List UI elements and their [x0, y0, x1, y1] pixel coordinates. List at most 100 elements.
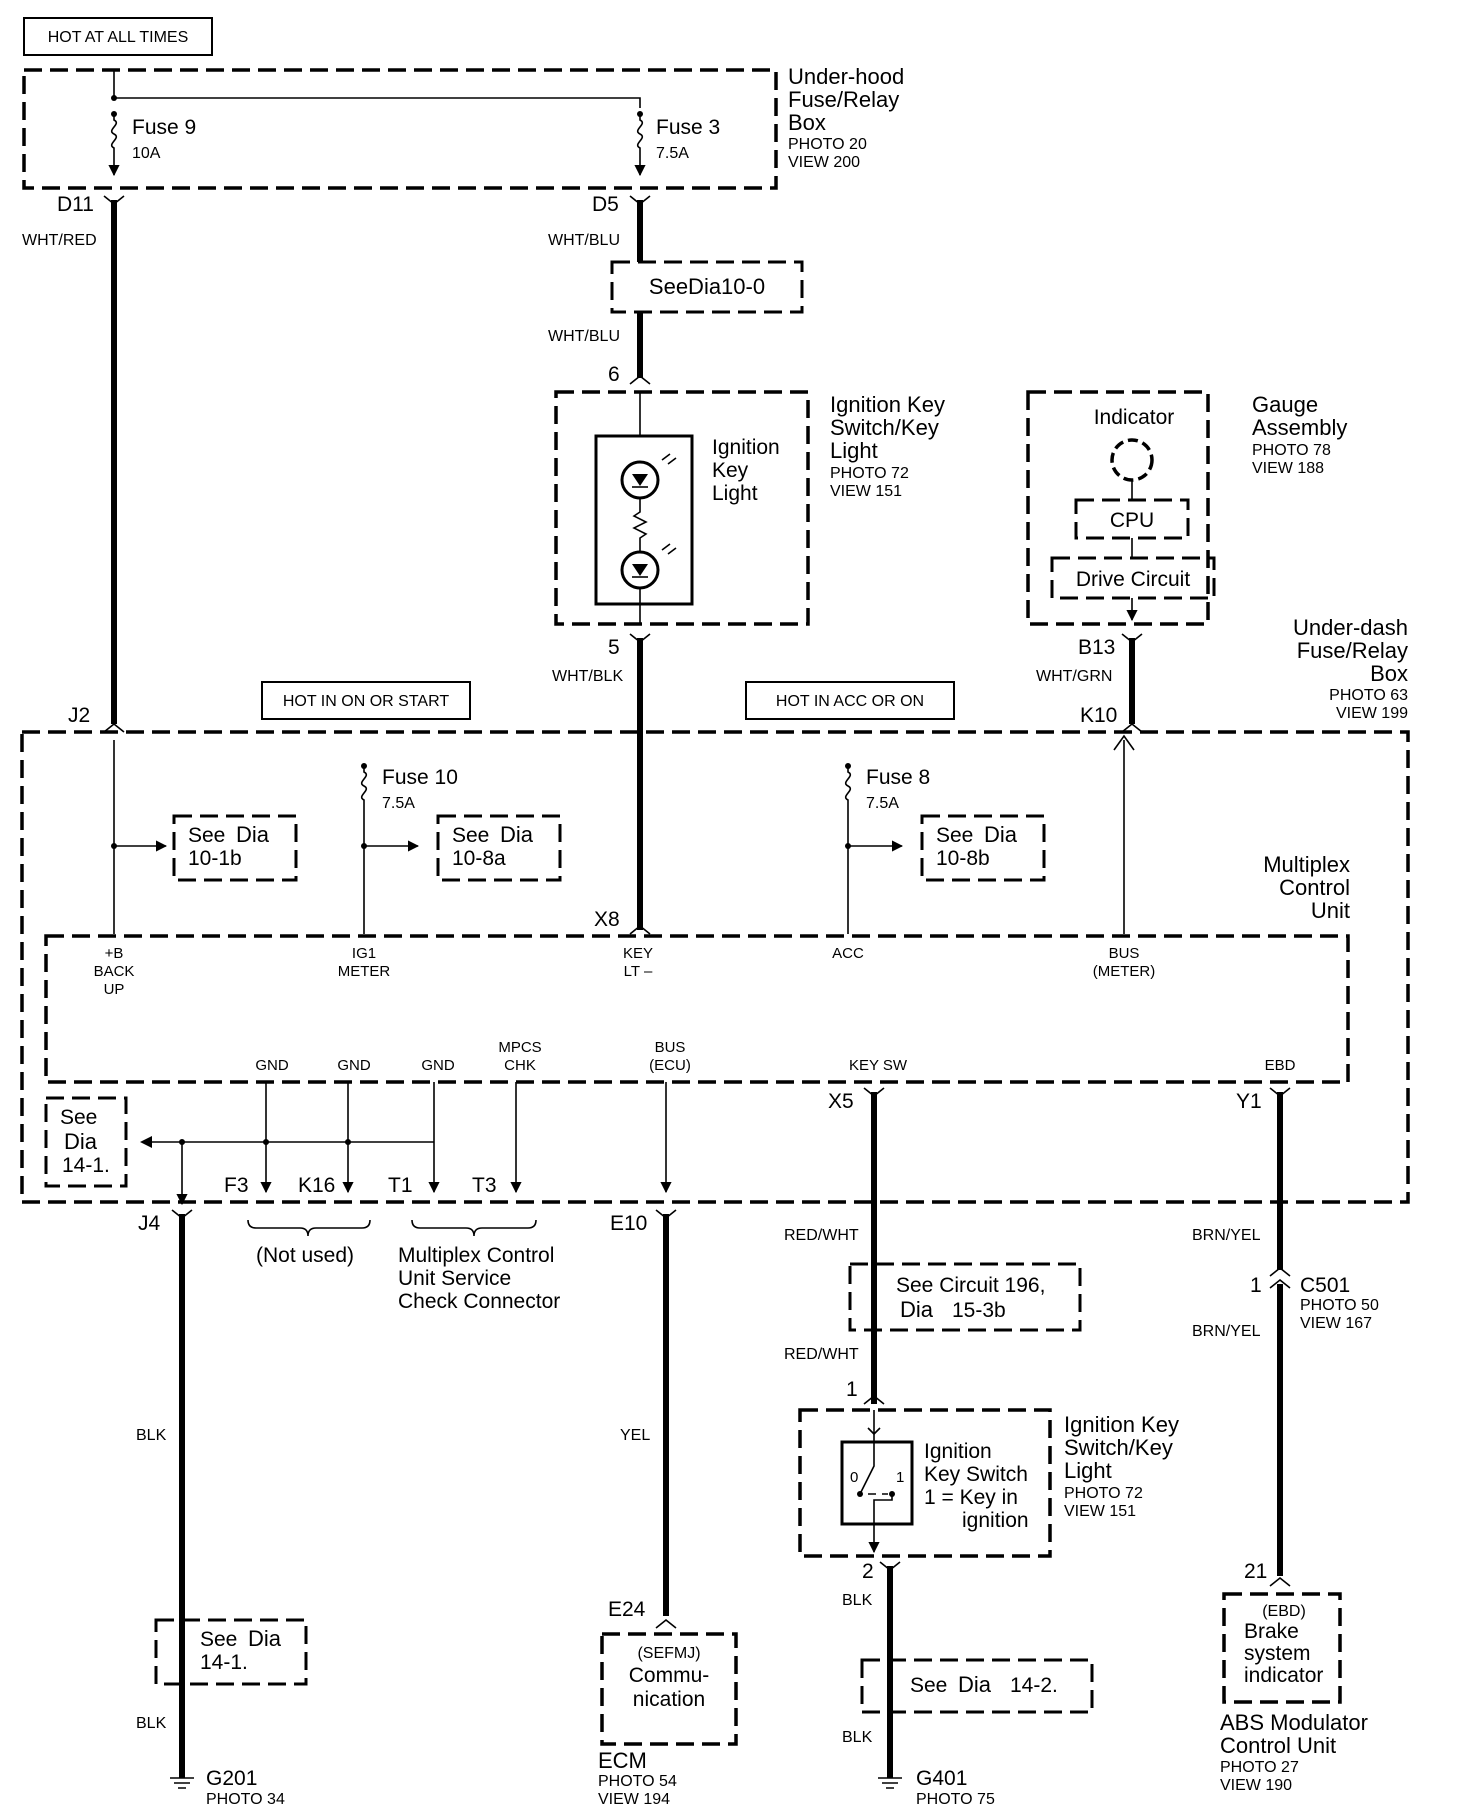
ecm-view: VIEW 194: [598, 1791, 670, 1808]
connector-x5: X5: [828, 1090, 854, 1113]
abs-title-2: Control Unit: [1220, 1733, 1336, 1758]
see-label-2: See: [452, 824, 489, 847]
underdash-title-3: Box: [1370, 661, 1408, 686]
see-dia-10-8a-box: See Dia 10-8a: [436, 814, 562, 882]
wire-label-blk-4: BLK: [842, 1729, 873, 1746]
fuse10-amps: 7.5A: [382, 795, 415, 812]
ground-g201: G201: [206, 1767, 257, 1790]
ign-key-light-3: Light: [712, 482, 758, 505]
see-label-3: See: [936, 824, 973, 847]
pin-key-sw: KEY SW: [849, 1057, 908, 1074]
wire-label-brn-yel-2: BRN/YEL: [1192, 1323, 1261, 1340]
dia-label-5: Dia: [248, 1626, 282, 1651]
fuse8-label: Fuse 8: [866, 766, 930, 789]
gauge-photo: PHOTO 78: [1252, 442, 1331, 459]
pin-key-2: LT –: [624, 963, 653, 980]
pin-2: 2: [862, 1560, 874, 1583]
ign-sw-4: ignition: [962, 1509, 1029, 1532]
connector-c501: C501: [1300, 1274, 1350, 1297]
pin-1: 1: [846, 1378, 858, 1401]
indicator-icon: [1110, 438, 1154, 482]
see-dia-14-1-box-bottom: See Dia 14-1.: [154, 1618, 308, 1686]
see-dia-10-8a: 10-8a: [452, 847, 506, 870]
switch-icon: [857, 1442, 895, 1524]
iksk2-title-1: Ignition Key: [1064, 1412, 1179, 1437]
connector-t1: T1: [388, 1174, 413, 1197]
wire-label-blk-1: BLK: [136, 1427, 167, 1444]
pin-mpcs-1: MPCS: [498, 1039, 541, 1056]
gauge-title-1: Gauge: [1252, 392, 1318, 417]
gauge-view: VIEW 188: [1252, 460, 1324, 477]
ign-sw-1: Ignition: [924, 1440, 992, 1463]
see-label-7: See: [910, 1674, 947, 1697]
hot-in-acc-or-on-box: HOT IN ACC OR ON: [745, 681, 955, 720]
ign-sw-3: 1 = Key in: [924, 1486, 1018, 1509]
underhood-title-1: Under-hood: [788, 64, 904, 89]
pin-ig1-2: METER: [338, 963, 391, 980]
ecm-photo: PHOTO 54: [598, 1773, 677, 1790]
connector-d5: D5: [592, 193, 619, 216]
see-dia-14-1-bottom: 14-1.: [200, 1651, 248, 1674]
wire-label-wht-blu-2: WHT/BLU: [548, 328, 620, 345]
ign-sw-2: Key Switch: [924, 1463, 1028, 1486]
pin-ebd: EBD: [1265, 1057, 1296, 1074]
ecm-box: (SEFMJ) Commu- nication: [600, 1632, 738, 1746]
dia-label-1: Dia: [236, 822, 270, 847]
see-circuit-196-2: 15-3b: [952, 1299, 1006, 1322]
wire-label-brn-yel-1: BRN/YEL: [1192, 1227, 1261, 1244]
led-icon-2: [620, 543, 677, 590]
pin-bus-1: BUS: [1109, 945, 1140, 962]
underdash-photo: PHOTO 63: [1329, 687, 1408, 704]
iksk2-photo: PHOTO 72: [1064, 1485, 1143, 1502]
see-dia-10-8b: 10-8b: [936, 847, 990, 870]
gauge-assembly-box: Indicator CPU Drive Circuit: [1026, 390, 1216, 626]
see-dia-14-2: 14-2.: [1010, 1674, 1058, 1697]
underdash-view: VIEW 199: [1336, 705, 1408, 722]
switch-pos-0: 0: [850, 1469, 858, 1486]
mcu-title-2: Control: [1279, 875, 1350, 900]
ground-g401-photo: PHOTO 75: [916, 1791, 995, 1808]
fuse8-amps: 7.5A: [866, 795, 899, 812]
fuse-8-icon: [844, 766, 852, 934]
pin-b-2: BACK: [94, 963, 135, 980]
iksk2-title-2: Switch/Key: [1064, 1435, 1173, 1460]
hot-at-all-times-box: HOT AT ALL TIMES: [23, 17, 213, 56]
wire-label-yel: YEL: [620, 1427, 650, 1444]
abs-title-1: ABS Modulator: [1220, 1710, 1368, 1735]
connector-x8: X8: [594, 908, 620, 931]
connector-k16: K16: [298, 1174, 335, 1197]
iksk2-view: VIEW 151: [1064, 1503, 1136, 1520]
wire-label-wht-red: WHT/RED: [22, 232, 97, 249]
dia-label-6: Dia: [900, 1297, 934, 1322]
iksk-title-1: Ignition Key: [830, 392, 945, 417]
pin-b-1: +B: [105, 945, 124, 962]
connector-d11: D11: [57, 193, 94, 216]
fuse3-amps: 7.5A: [656, 145, 689, 162]
underhood-view: VIEW 200: [788, 154, 860, 171]
connector-e24: E24: [608, 1598, 646, 1621]
wire-label-red-wht-1: RED/WHT: [784, 1227, 859, 1244]
pin-mpcs-2: CHK: [504, 1057, 536, 1074]
iksk-view: VIEW 151: [830, 483, 902, 500]
see-circuit-196-box: See Circuit 196, Dia 15-3b: [848, 1262, 1082, 1332]
abs-brake-1: Brake: [1244, 1620, 1299, 1643]
connector-c501-icon: [1269, 1266, 1291, 1289]
see-circuit-196-1: See Circuit 196,: [896, 1274, 1045, 1297]
indicator-label: Indicator: [1094, 406, 1175, 429]
see-dia-14-1-box-top: See Dia 14-1.: [44, 1096, 128, 1188]
abs-brake-3: indicator: [1244, 1664, 1323, 1687]
wire-label-wht-grn: WHT/GRN: [1036, 668, 1112, 685]
see-dia-10-0: SeeDia10-0: [649, 274, 765, 299]
hot-at-all-times-label: HOT AT ALL TIMES: [48, 29, 189, 46]
wire-label-blk-3: BLK: [842, 1592, 873, 1609]
ground-g201-photo: PHOTO 34: [206, 1791, 285, 1808]
ign-key-light-1: Ignition: [712, 436, 780, 459]
ecm-sefmj: (SEFMJ): [637, 1645, 700, 1662]
see-dia-10-1b: 10-1b: [188, 847, 242, 870]
ignition-key-switch-box: 0 1 Ignition Key Switch 1 = Key in ignit…: [798, 1408, 1052, 1558]
mcusc-3: Check Connector: [398, 1290, 560, 1313]
pin-21: 21: [1244, 1560, 1267, 1583]
connector-e10: E10: [610, 1212, 647, 1235]
connector-y1: Y1: [1236, 1090, 1262, 1113]
fuse10-label: Fuse 10: [382, 766, 458, 789]
